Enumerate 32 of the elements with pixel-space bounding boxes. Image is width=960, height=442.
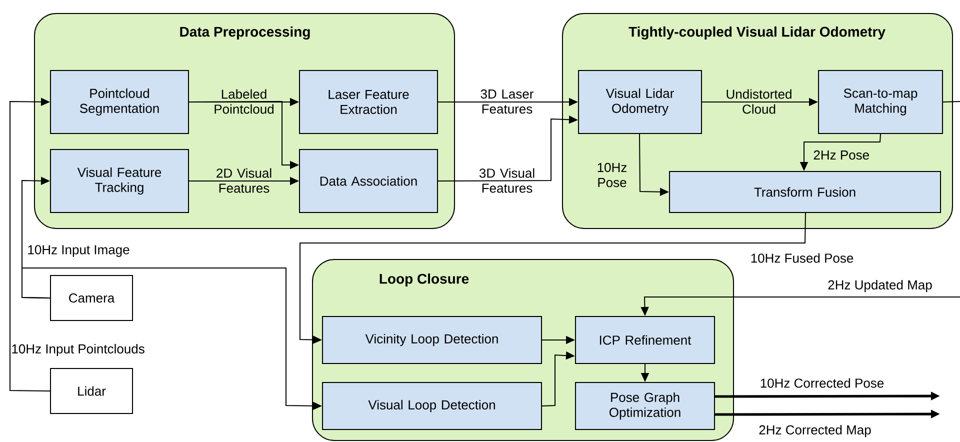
process-box: Visual Lidar Odometry bbox=[578, 70, 702, 134]
process-box: Pose Graph Optimization bbox=[575, 382, 715, 430]
process-box: Transform Fusion bbox=[669, 171, 942, 213]
edge-label: Undistorted Cloud bbox=[726, 89, 792, 114]
process-box: Visual Feature Tracking bbox=[50, 149, 189, 213]
sensor-box: Camera bbox=[50, 275, 133, 321]
process-box: ICP Refinement bbox=[575, 316, 715, 364]
edge-label: 10Hz Input Pointclouds bbox=[12, 344, 144, 356]
edge-label: 10Hz Corrected Pose bbox=[760, 378, 884, 388]
process-box: Pointcloud Segmentation bbox=[50, 70, 189, 134]
group-title: Loop Closure bbox=[380, 273, 469, 287]
edge-label: 2Hz Pose bbox=[814, 150, 869, 160]
process-box: Visual Loop Detection bbox=[322, 382, 542, 430]
edge-label: 10Hz Input Image bbox=[28, 245, 130, 257]
edge-label: 10Hz Fused Pose bbox=[751, 253, 854, 263]
process-box: Laser Feature Extraction bbox=[299, 70, 438, 134]
arrow bbox=[300, 212, 806, 344]
edge-label: 10Hz Pose bbox=[598, 162, 627, 188]
edge-label: 3D Visual Features bbox=[479, 168, 534, 193]
group-title: Tightly-coupled Visual Lidar Odometry bbox=[628, 26, 886, 40]
process-box: Scan-to-map Matching bbox=[818, 70, 944, 134]
edge-label: 2D Visual Features bbox=[216, 168, 272, 193]
edge-label: Labeled Pointcloud bbox=[214, 89, 274, 114]
process-box: Vicinity Loop Detection bbox=[322, 316, 542, 364]
process-box: Data Association bbox=[299, 149, 438, 213]
connector-line bbox=[942, 101, 960, 102]
edge-label: 2Hz Updated Map bbox=[828, 280, 932, 292]
edge-label: 2Hz Corrected Map bbox=[759, 424, 871, 438]
group-title: Data Preprocessing bbox=[180, 26, 310, 40]
sensor-box: Lidar bbox=[50, 368, 133, 414]
arrow bbox=[10, 98, 50, 392]
edge-label: 3D Laser Features bbox=[480, 89, 534, 114]
